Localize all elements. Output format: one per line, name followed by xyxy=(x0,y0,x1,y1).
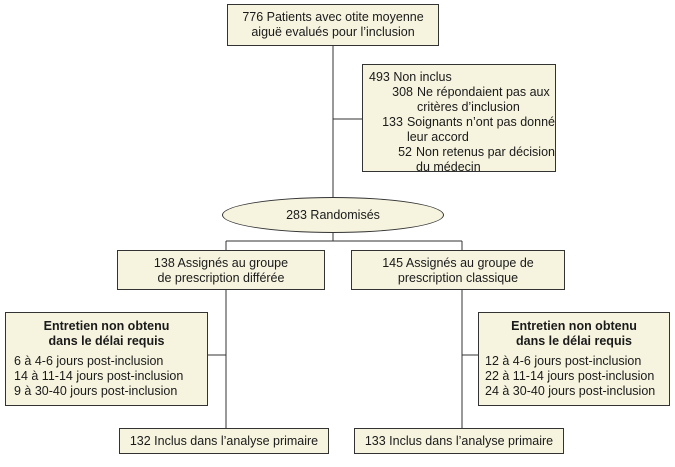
excluded-item: 52 Non retenus par décision du médecin xyxy=(369,145,555,175)
top-box: 776 Patients avec otite moyenne aiguë ev… xyxy=(227,4,439,46)
excluded-text: Non retenus par décision xyxy=(416,145,555,159)
left-missing-item: 9 à 30-40 jours post-inclusion xyxy=(14,384,178,398)
top-line-1: 776 Patients avec otite moyenne xyxy=(242,10,424,24)
excluded-item: 308 Ne répondaient pas aux critères d’in… xyxy=(369,85,555,115)
excluded-item: 133 Soignants n’ont pas donné leur accor… xyxy=(369,115,555,145)
right-group-line-2: prescription classique xyxy=(397,271,519,285)
excluded-text: Soignants n’ont pas donné xyxy=(406,115,555,129)
left-missing-box: Entretien non obtenu dans le délai requi… xyxy=(5,312,208,406)
right-missing-item: 24 à 30-40 jours post-inclusion xyxy=(485,384,656,398)
left-final-label: 132 Inclus dans l’analyse primaire xyxy=(129,434,319,448)
right-group-box: 145 Assignés au groupe de prescription c… xyxy=(351,250,565,290)
excluded-count: 52 xyxy=(398,145,413,159)
right-missing-item: 12 à 4-6 jours post-inclusion xyxy=(485,354,642,368)
excluded-box: 493 Non inclus 308 Ne répondaient pas au… xyxy=(362,64,556,175)
excluded-text: leur accord xyxy=(406,130,469,144)
randomized-label: 283 Randomisés xyxy=(286,208,380,222)
left-final-box: 132 Inclus dans l’analyse primaire xyxy=(119,428,329,454)
top-line-2: aiguë evalués pour l’inclusion xyxy=(251,25,415,39)
left-missing-title-2: dans le délai requis xyxy=(48,334,165,348)
excluded-text: critères d’inclusion xyxy=(417,100,520,114)
left-missing-item: 14 à 11-14 jours post-inclusion xyxy=(14,369,184,383)
excluded-head: 493 Non inclus xyxy=(369,70,452,84)
right-final-label: 133 Inclus dans l’analyse primaire xyxy=(364,434,554,448)
right-missing-box: Entretien non obtenu dans le délai requi… xyxy=(478,312,670,406)
left-missing-item: 6 à 4-6 jours post-inclusion xyxy=(14,354,164,368)
right-missing-title-1: Entretien non obtenu xyxy=(511,319,637,333)
excluded-count: 308 xyxy=(392,85,413,99)
excluded-count: 133 xyxy=(382,115,403,129)
excluded-text: Ne répondaient pas aux xyxy=(417,85,550,99)
left-missing-title-1: Entretien non obtenu xyxy=(43,319,170,333)
randomized-ellipse: 283 Randomisés xyxy=(222,197,444,233)
right-missing-item: 22 à 11-14 jours post-inclusion xyxy=(485,369,655,383)
left-group-line-1: 138 Assignés au groupe xyxy=(153,256,289,270)
right-group-line-1: 145 Assignés au groupe de xyxy=(382,256,534,270)
left-group-line-2: de prescription différée xyxy=(157,271,285,285)
left-group-box: 138 Assignés au groupe de prescription d… xyxy=(117,250,325,290)
excluded-text: du médecin xyxy=(416,160,481,174)
right-final-box: 133 Inclus dans l’analyse primaire xyxy=(354,428,564,454)
right-missing-title-2: dans le délai requis xyxy=(515,334,632,348)
